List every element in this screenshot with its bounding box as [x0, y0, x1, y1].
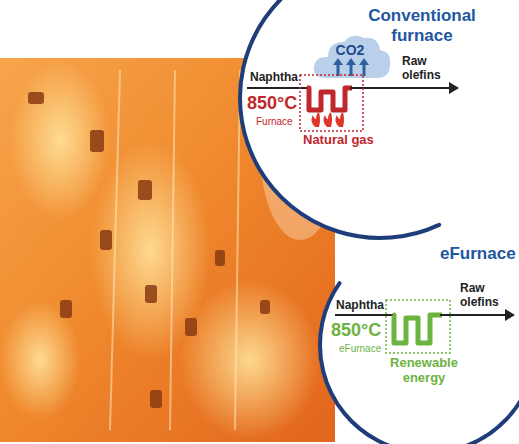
heat-source-label: Natural gas [303, 133, 374, 148]
gas-label: CO2 [328, 42, 372, 58]
output-label: Raw olefins [402, 55, 450, 83]
co2-cloud [314, 36, 391, 78]
temperature-label: 850°C [331, 320, 381, 341]
output-label: Raw olefins [460, 282, 510, 310]
input-label: Naphtha [336, 299, 384, 313]
temperature-label: 850°C [247, 93, 297, 114]
furnace-type-label: eFurnace [339, 343, 381, 355]
heat-source-box: Renewable energy [385, 299, 466, 395]
circle-outline [320, 237, 519, 444]
circle-ground [240, 0, 519, 238]
circle-heading: Conventional furnace [352, 6, 492, 45]
furnace-circle: eFurnaceRenewable energy [320, 237, 519, 444]
circle-heading: eFurnace [440, 244, 516, 264]
dotted-rect [300, 75, 363, 131]
input-label: Naphtha [250, 71, 298, 85]
dotted-rect [386, 300, 450, 353]
heat-source-box: Natural gas [299, 74, 389, 154]
circle-ground [320, 237, 519, 444]
furnace-type-label: Furnace [256, 116, 293, 128]
conventional-flow [247, 82, 459, 127]
heat-source-label: Renewable energy [385, 356, 463, 386]
